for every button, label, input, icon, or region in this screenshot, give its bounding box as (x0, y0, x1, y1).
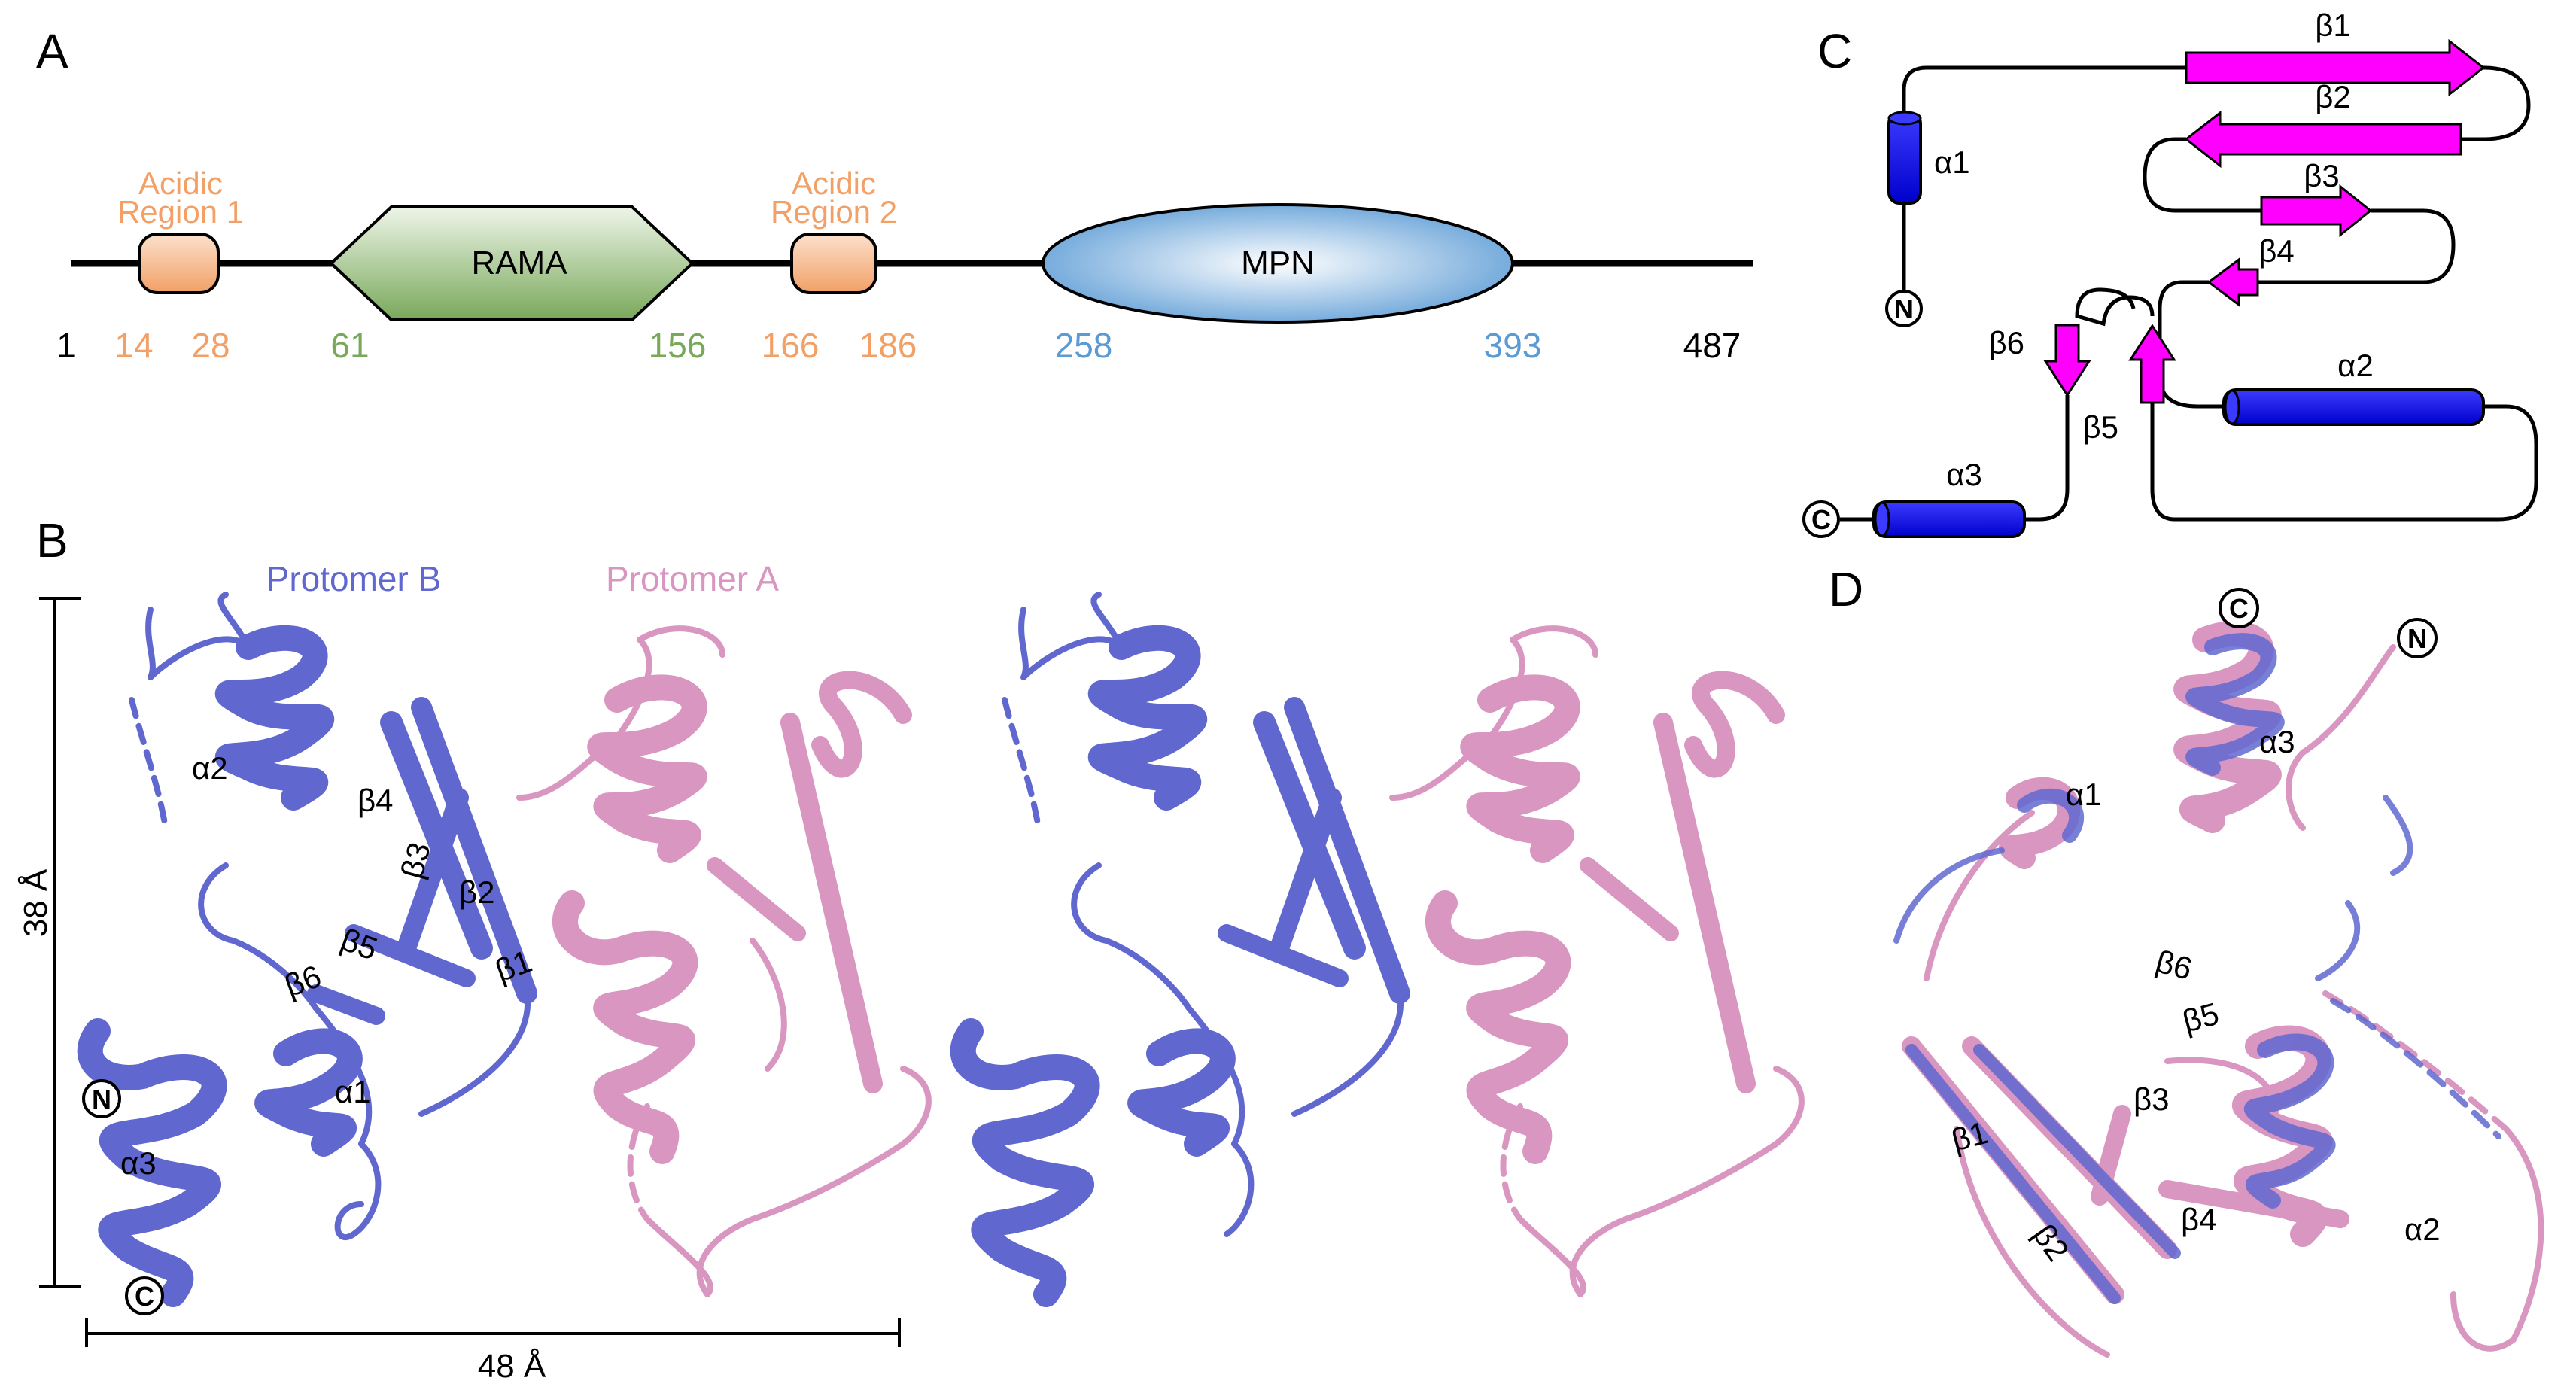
helix-alpha1 (1887, 111, 1922, 205)
pb-alpha2-label: α2 (192, 750, 228, 786)
strand-beta1 (2185, 38, 2486, 97)
pd-beta6-label: β6 (2152, 943, 2196, 987)
pd-alpha1-label: α1 (2066, 777, 2102, 812)
pd-c-terminus-label: C (2229, 593, 2249, 624)
pc-n-terminus-label: N (1894, 293, 1914, 324)
rama-label: RAMA (471, 245, 567, 281)
stereo-protomer-b-ribbon (950, 592, 1410, 1307)
protomer-a-label: Protomer A (606, 559, 779, 598)
pd-c-terminus-marker (2219, 588, 2259, 628)
position-393: 393 (1484, 326, 1542, 365)
pb-alpha3-label: α3 (120, 1145, 157, 1181)
strand-beta2 (2184, 110, 2462, 169)
pc-c-terminus-marker (1802, 500, 1840, 538)
protomer-b-label: Protomer B (266, 559, 442, 598)
pc-beta5-label: β5 (2082, 409, 2118, 445)
panel-letter-c: C (1817, 24, 1852, 78)
pc-beta4-label: β4 (2258, 233, 2295, 269)
panel-letter-a: A (36, 24, 68, 78)
pc-alpha2-label: α2 (2337, 348, 2374, 383)
width-scale (85, 1318, 901, 1347)
acidic-region-2-label-line1: Acidic (792, 166, 876, 201)
strand-beta4 (2206, 257, 2259, 307)
pd-alpha2-label: α2 (2404, 1212, 2441, 1247)
strand-beta5 (2128, 324, 2176, 404)
position-156: 156 (649, 326, 707, 365)
position-258: 258 (1055, 326, 1113, 365)
height-scale (39, 597, 81, 1288)
pd-beta5-label: β5 (2179, 996, 2222, 1039)
pb-alpha1-label: α1 (335, 1074, 371, 1109)
pd-n-terminus-marker (2397, 618, 2438, 658)
pc-beta3-label: β3 (2304, 158, 2340, 193)
mpn-label: MPN (1241, 245, 1315, 281)
panel-c: C α1 α2 α3 (1802, 8, 2538, 538)
pc-c-terminus-label: C (1811, 504, 1831, 535)
acidic-region-1-label-line2: Region 1 (117, 194, 244, 230)
pb-c-terminus-marker (125, 1276, 164, 1315)
acidic-region-2-box (790, 233, 877, 294)
helix-alpha2 (2222, 388, 2485, 426)
panel-a: A Acidic Region 1 RAMA Acidic Region 2 M… (36, 24, 1753, 365)
pd-n-terminus-label: N (2407, 623, 2427, 654)
pb-n-terminus-marker (82, 1079, 121, 1118)
pb-n-terminus-label: N (92, 1084, 111, 1115)
protomer-b-ribbon (77, 592, 537, 1307)
pd-beta4-label: β4 (2181, 1202, 2217, 1237)
strand-beta3 (2260, 184, 2373, 238)
position-61: 61 (330, 326, 369, 365)
pb-beta4-label: β4 (357, 783, 394, 818)
pd-beta3-label: β3 (2133, 1081, 2170, 1117)
mpn-domain (1042, 203, 1514, 324)
strand-beta6 (2043, 324, 2091, 397)
position-186: 186 (859, 326, 917, 365)
width-scale-label: 48 Å (478, 1348, 546, 1385)
position-1: 1 (56, 326, 76, 365)
pb-c-terminus-label: C (135, 1281, 154, 1312)
acidic-region-1-box (138, 233, 220, 294)
pc-alpha1-label: α1 (1934, 144, 1970, 180)
position-28: 28 (191, 326, 230, 365)
panel-d: D C (1829, 562, 2544, 1358)
pb-beta2-label: β2 (459, 874, 495, 910)
acidic-region-2-label-line2: Region 2 (771, 194, 897, 230)
protomer-a-ribbon (516, 625, 932, 1297)
superposition-protomer-a (1902, 621, 2544, 1358)
acidic-region-1-label-line1: Acidic (138, 166, 223, 201)
pc-alpha3-label: α3 (1946, 457, 1982, 492)
position-487: 487 (1683, 326, 1741, 365)
pc-beta1-label: β1 (2315, 8, 2351, 43)
pc-n-terminus-marker (1885, 290, 1923, 327)
pc-beta2-label: β2 (2315, 79, 2351, 114)
position-166: 166 (762, 326, 820, 365)
rama-domain (329, 205, 695, 321)
helix-alpha3 (1872, 500, 2026, 538)
panel-letter-d: D (1829, 562, 1863, 616)
panel-letter-b: B (36, 513, 68, 567)
stereo-protomer-a-ribbon (1389, 625, 1805, 1297)
pb-beta5-label: β5 (336, 921, 382, 966)
pd-alpha3-label: α3 (2259, 724, 2295, 759)
superposition-protomer-b (1893, 633, 2501, 1304)
position-14: 14 (114, 326, 153, 365)
panel-b: B Protomer B Protomer A 38 Å 48 Å (17, 513, 1805, 1385)
height-scale-label: 38 Å (17, 868, 54, 937)
pc-beta6-label: β6 (1988, 325, 2024, 360)
